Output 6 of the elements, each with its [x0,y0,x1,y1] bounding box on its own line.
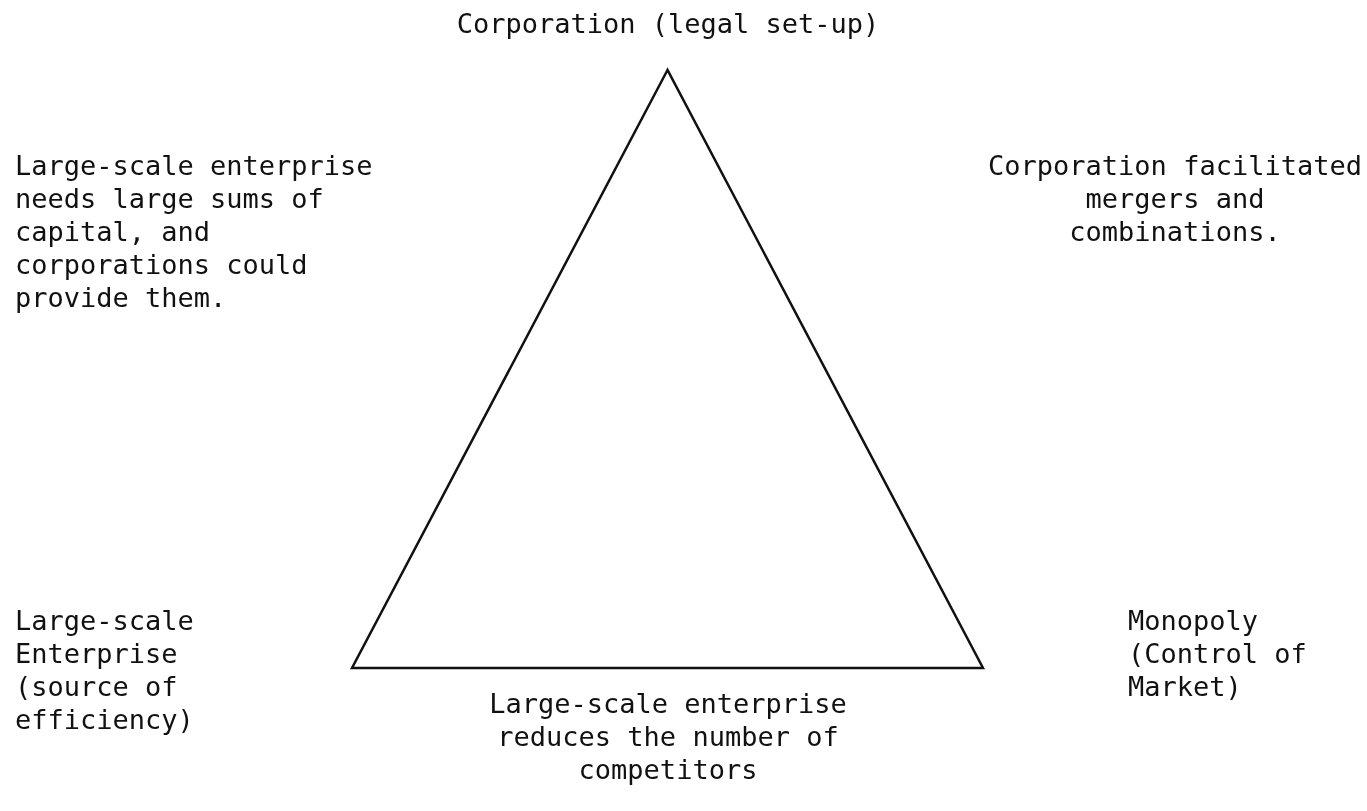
vertex-label: Large-scale Enterprise (source of efficiency) [15,605,195,737]
vertex-label: Monopoly (Control of Market) [1128,605,1308,704]
side-note: Corporation facilitated mergers and combinations. [987,150,1363,249]
side-note: Large-scale enterprise reduces the number of competitors [488,688,848,787]
vertex-label: Corporation (legal set-up) [455,8,881,41]
side-note: Large-scale enterprise needs large sums of capital, and corporations could provide them. [15,150,374,315]
